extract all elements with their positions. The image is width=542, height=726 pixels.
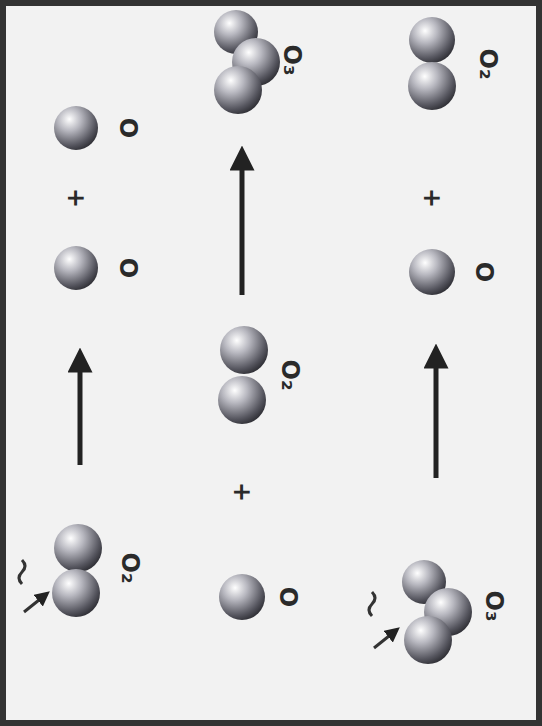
- column-1: [19, 106, 102, 617]
- formula-label: O₃: [482, 591, 506, 622]
- column-3: [369, 17, 472, 664]
- plus-sign: +: [64, 188, 88, 208]
- column-2: [214, 10, 280, 620]
- plus-sign: +: [230, 482, 254, 502]
- formula-label: O₃: [280, 45, 304, 76]
- formula-label: O₂: [278, 360, 302, 391]
- plus-sign: +: [420, 188, 444, 208]
- formula-label: O₂: [476, 49, 500, 80]
- formula-label: O: [276, 587, 300, 607]
- formula-label: O₂: [118, 553, 142, 584]
- frame: [3, 3, 539, 723]
- formula-label: O: [472, 262, 496, 282]
- formula-label: O: [116, 118, 140, 138]
- formula-label: O: [116, 258, 140, 278]
